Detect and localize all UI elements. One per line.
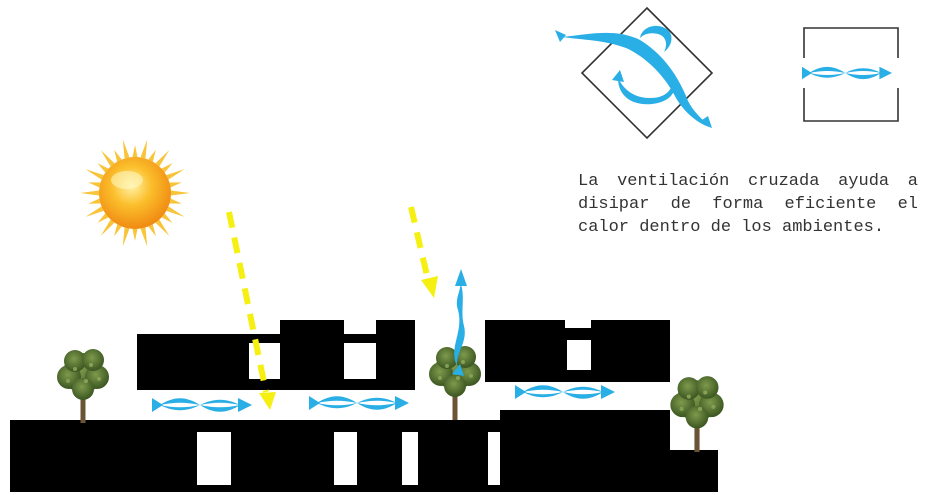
airflow-arrow-icon [515,385,615,399]
sun-ray [85,169,104,180]
sun-ray [166,169,185,180]
airflow-arrow-icon [152,398,252,412]
sun-ray [88,198,101,204]
tree-icon [57,349,109,423]
sun-icon [80,139,190,247]
tree-icon [670,376,724,452]
sun-ray [122,227,130,247]
sun-ray [100,149,115,167]
sun-ray [114,149,122,162]
sun-ray [148,149,156,162]
sun-ray [132,228,138,241]
cross-ventilation-icon [802,27,899,122]
sun-ray [140,139,148,159]
upper-building-right [485,320,670,382]
sun-ray [97,163,109,173]
sun-ray [148,224,156,237]
sun-ray [140,227,148,247]
sun-ray [161,163,173,173]
sun-ray [122,139,130,159]
airflow-arrow-icon [309,396,409,410]
sun-ray [80,190,100,196]
sun-ray [155,149,170,167]
sun-ray [169,198,182,204]
lower-building [10,410,718,492]
sunray-arrow-icon [408,206,438,298]
airflow-arrow-icon [452,269,467,376]
sun-ray [88,182,101,188]
sun-ray [85,206,104,217]
sun-ray [155,219,170,237]
sun-ray [169,182,182,188]
ventilation-caption: La ventilación cruzada ayuda a disipar d… [578,172,918,237]
sun-ray [100,219,115,237]
sun-ray [97,213,109,223]
sun-ray [114,224,122,237]
sun-ray [132,145,138,158]
swirl-ventilation-icon [555,6,714,140]
sun-ray [170,190,190,196]
upper-building-left [137,320,415,390]
sunray-arrow-icon [226,211,276,410]
sun-ray [161,213,173,223]
sun-ray [166,206,185,217]
